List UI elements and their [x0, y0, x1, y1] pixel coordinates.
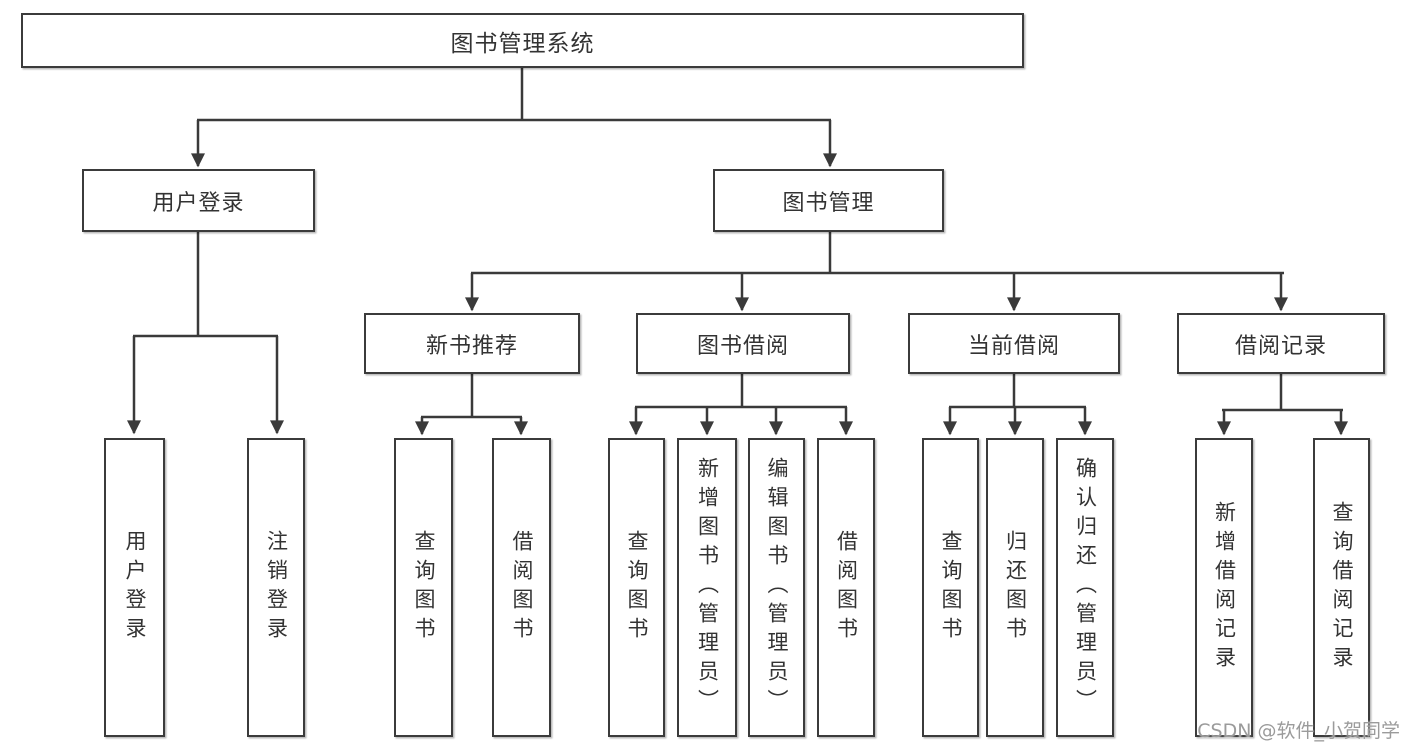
leaf-label: 查询图书: [939, 529, 963, 646]
leaf-label: 注销登录: [264, 529, 289, 646]
node-user-login-branch: 用户登录: [82, 169, 315, 232]
leaf-label: 用户登录: [123, 529, 147, 646]
node-label: 新书推荐: [425, 333, 518, 359]
leaf-label: 归还图书: [1003, 529, 1028, 646]
leaf-return-books: 归还图书: [986, 438, 1044, 737]
leaf-user-login: 用户登录: [104, 438, 165, 737]
node-label: 图书管理: [782, 190, 875, 216]
node-new-book-recommend: 新书推荐: [364, 313, 580, 374]
csdn-watermark: CSDN @软件_小贺同学: [1197, 720, 1400, 742]
node-label: 当前借阅: [967, 333, 1060, 359]
leaf-edit-books-admin: 编辑图书（管理员）: [748, 438, 805, 737]
leaf-add-books-admin: 新增图书（管理员）: [677, 438, 737, 737]
leaf-query-books-recommend: 查询图书: [394, 438, 453, 737]
leaf-query-borrow-record: 查询借阅记录: [1313, 438, 1370, 737]
leaf-label: 新增图书（管理员）: [695, 457, 720, 718]
leaf-add-borrow-record: 新增借阅记录: [1195, 438, 1253, 737]
node-borrow-records: 借阅记录: [1177, 313, 1385, 374]
node-label: 图书借阅: [696, 333, 789, 359]
node-current-borrow: 当前借阅: [908, 313, 1120, 374]
leaf-borrow-books: 借阅图书: [817, 438, 875, 737]
leaf-label: 新增借阅记录: [1212, 500, 1237, 675]
leaf-confirm-return-admin: 确认归还（管理员）: [1056, 438, 1114, 737]
leaf-logout: 注销登录: [247, 438, 305, 737]
leaf-query-books-current: 查询图书: [922, 438, 979, 737]
leaf-label: 查询图书: [412, 529, 436, 646]
node-label: 图书管理系统: [450, 30, 595, 57]
leaf-borrow-books-recommend: 借阅图书: [492, 438, 551, 737]
leaf-query-books-borrow: 查询图书: [608, 438, 665, 737]
node-library-management-system: 图书管理系统: [21, 13, 1024, 68]
node-label: 借阅记录: [1234, 333, 1327, 359]
leaf-label: 编辑图书（管理员）: [765, 457, 789, 718]
node-book-borrow: 图书借阅: [636, 313, 850, 374]
node-book-management-branch: 图书管理: [713, 169, 944, 232]
leaf-label: 确认归还（管理员）: [1073, 457, 1098, 718]
leaf-label: 借阅图书: [510, 529, 534, 646]
node-label: 用户登录: [152, 190, 245, 216]
leaf-label: 借阅图书: [834, 529, 859, 646]
leaf-label: 查询图书: [625, 529, 649, 646]
leaf-label: 查询借阅记录: [1330, 500, 1354, 675]
